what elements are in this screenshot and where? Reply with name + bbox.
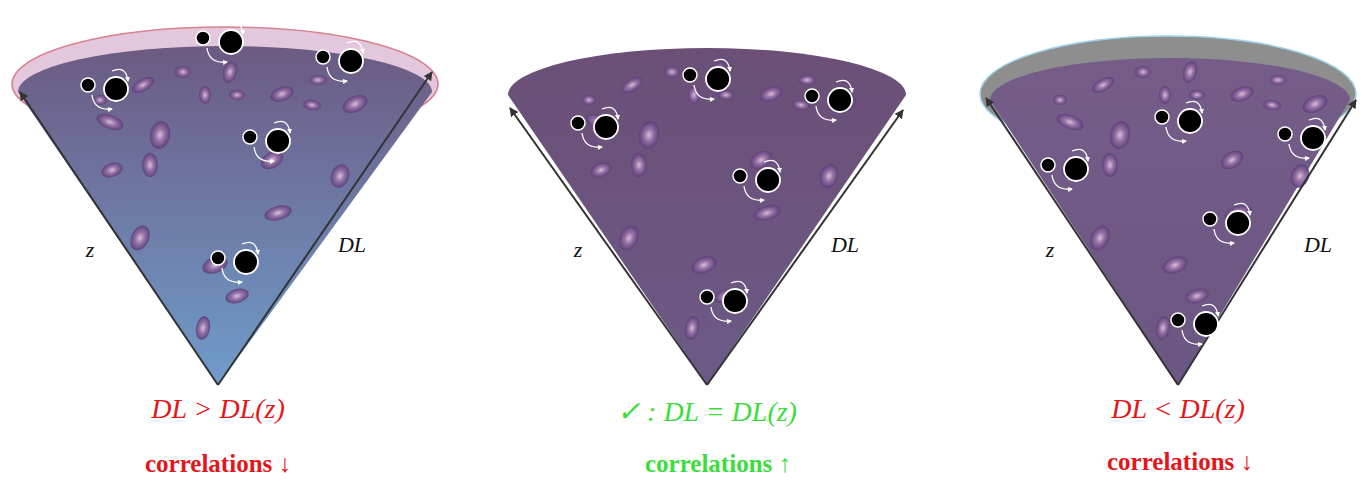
condition-formula: DL < DL(z) xyxy=(1111,394,1245,425)
galaxy xyxy=(1262,99,1281,112)
galaxy xyxy=(94,111,125,134)
cone-body xyxy=(508,48,906,385)
binary-black-hole xyxy=(1278,118,1325,158)
galaxy xyxy=(798,75,816,85)
binary-black-hole xyxy=(316,41,363,81)
axis-arrow xyxy=(986,98,1178,385)
binary-black-hole xyxy=(81,69,128,109)
condition-formula: ✓ : DL = DL(z) xyxy=(617,397,797,428)
galaxy xyxy=(340,91,370,116)
galaxy xyxy=(1300,91,1330,116)
light-cone xyxy=(12,22,438,385)
binary-black-hole xyxy=(243,121,290,161)
galaxy xyxy=(126,222,153,253)
galaxy xyxy=(1159,86,1171,104)
binary-black-hole xyxy=(1155,101,1202,141)
cone-body xyxy=(990,58,1350,385)
galaxy xyxy=(1269,75,1287,85)
galaxy xyxy=(1102,153,1118,177)
light-cone xyxy=(980,36,1356,385)
galaxy xyxy=(142,153,158,177)
galaxy xyxy=(229,90,245,100)
galaxy xyxy=(130,74,157,96)
binary-black-hole xyxy=(1171,304,1218,344)
galaxy xyxy=(1180,60,1199,85)
galaxy xyxy=(268,83,295,104)
galaxy xyxy=(588,160,613,181)
galaxy xyxy=(615,222,642,253)
galaxy xyxy=(148,119,173,150)
binary-black-hole xyxy=(211,242,258,282)
binary-black-hole xyxy=(1203,203,1250,243)
axis-arrow xyxy=(707,110,903,385)
galaxy xyxy=(1090,74,1117,96)
galaxy xyxy=(683,315,701,341)
galaxy xyxy=(224,286,251,306)
correlation-note: correlations ↓ xyxy=(145,450,291,478)
binary-black-hole xyxy=(571,107,618,147)
axis-arrow xyxy=(218,72,432,385)
binary-black-hole xyxy=(700,281,747,321)
axis-arrow xyxy=(510,108,707,385)
galaxy xyxy=(689,253,719,277)
light-cone xyxy=(508,48,906,385)
binary-black-hole xyxy=(196,22,243,62)
galaxy xyxy=(1218,147,1247,173)
galaxy xyxy=(1154,315,1172,341)
axis-label: z xyxy=(574,238,583,262)
condition-formula: DL > DL(z) xyxy=(151,394,285,425)
correlation-note: correlations ↓ xyxy=(1107,448,1253,476)
binary-black-hole xyxy=(733,160,780,200)
axis-label: DL xyxy=(338,233,366,257)
galaxy xyxy=(757,83,784,104)
binary-black-hole xyxy=(805,80,852,120)
galaxy xyxy=(302,99,321,112)
galaxy xyxy=(582,95,596,105)
galaxy xyxy=(99,160,124,181)
galaxy xyxy=(1189,90,1205,100)
galaxy xyxy=(1160,253,1190,277)
axis-arrow xyxy=(1178,100,1356,385)
axis-label: DL xyxy=(831,233,859,257)
galaxy xyxy=(1054,111,1085,134)
galaxy xyxy=(175,66,191,78)
galaxy xyxy=(752,203,783,224)
galaxy xyxy=(220,60,239,85)
galaxy xyxy=(199,86,211,104)
axis-label: z xyxy=(1046,238,1055,262)
galaxy xyxy=(194,315,212,341)
galaxy xyxy=(1108,119,1133,150)
galaxy xyxy=(816,162,841,191)
galaxy xyxy=(631,153,647,177)
galaxy xyxy=(1184,286,1211,306)
binary-black-hole xyxy=(1041,149,1088,189)
axis-arrow xyxy=(20,92,218,385)
correlation-note: correlations ↑ xyxy=(645,450,791,478)
axis-label: DL xyxy=(1304,233,1332,257)
galaxy xyxy=(637,119,662,150)
axis-label: z xyxy=(86,238,95,262)
galaxy xyxy=(1228,83,1255,104)
galaxy xyxy=(1053,95,1067,105)
galaxy xyxy=(1135,66,1151,78)
galaxy xyxy=(263,203,294,224)
binary-black-hole xyxy=(683,59,730,99)
galaxy xyxy=(1086,222,1113,253)
galaxy xyxy=(664,66,680,78)
galaxy xyxy=(619,74,646,96)
galaxy xyxy=(309,75,327,85)
cone-body xyxy=(18,46,432,385)
galaxy xyxy=(327,162,352,191)
